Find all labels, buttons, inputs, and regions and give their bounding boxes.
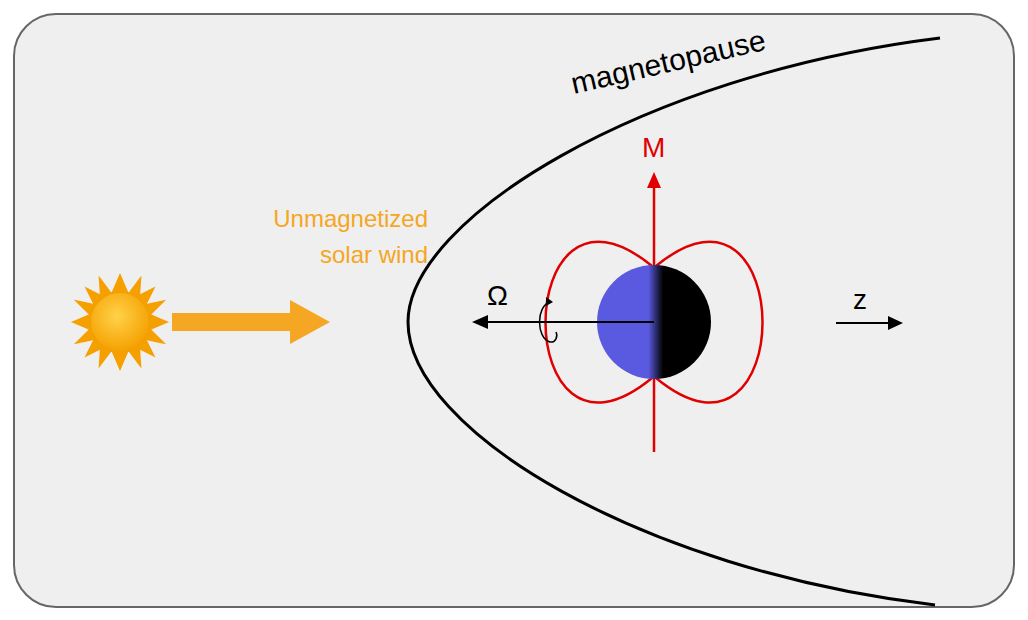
magnetopause-curve	[408, 38, 940, 605]
spin-arrowhead	[546, 297, 553, 306]
axis-label: z	[853, 284, 867, 316]
z-axis	[836, 322, 890, 324]
wind-label: Unmagnetized solar wind	[238, 201, 428, 273]
rotation-arrowhead	[472, 315, 488, 329]
spin-arrow	[540, 302, 557, 342]
axis-label: Ω	[487, 280, 508, 312]
dipole-arrowhead	[647, 172, 661, 188]
z-arrowhead	[888, 316, 903, 330]
solar-wind-arrow	[172, 300, 330, 344]
rotation-axis	[485, 321, 654, 323]
background-panel	[14, 14, 1014, 607]
sun-icon	[76, 278, 164, 366]
vector-label: M	[642, 132, 665, 164]
